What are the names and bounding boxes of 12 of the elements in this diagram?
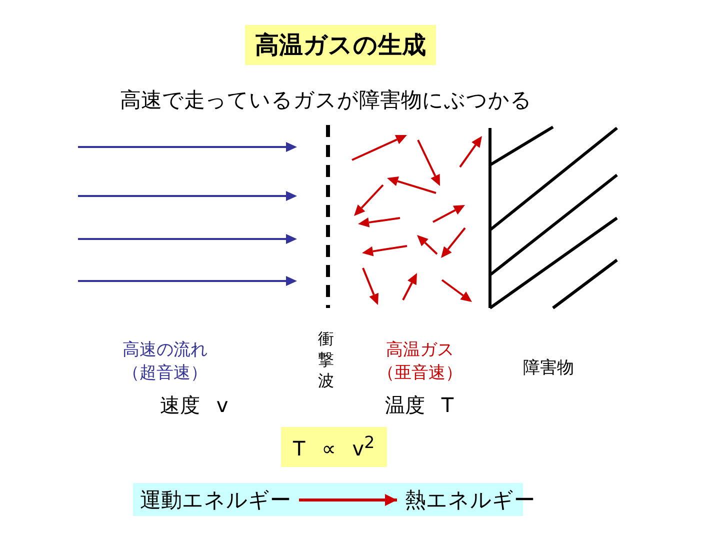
subtitle: 高速で走っているガスが障害物にぶつかる — [120, 87, 532, 114]
arrow — [299, 494, 397, 506]
obstacle-label: 障害物 — [523, 357, 574, 379]
temperature-label: 温度 T — [385, 392, 454, 419]
velocity-label: 速度 v — [160, 392, 228, 419]
flow-label: 高速の流れ（超音速） — [122, 339, 208, 384]
energy-label: 熱エネルギー — [405, 486, 535, 514]
hot-gas-label: 高温ガス（亜音速） — [376, 339, 464, 384]
diagram-title: 高温ガスの生成 — [245, 25, 436, 65]
formula: T ∝ v$^{2}$ — [281, 427, 387, 467]
energy-label: 運動エネルギー — [140, 486, 291, 514]
shock-wave-label: 衝撃波 — [318, 328, 335, 391]
